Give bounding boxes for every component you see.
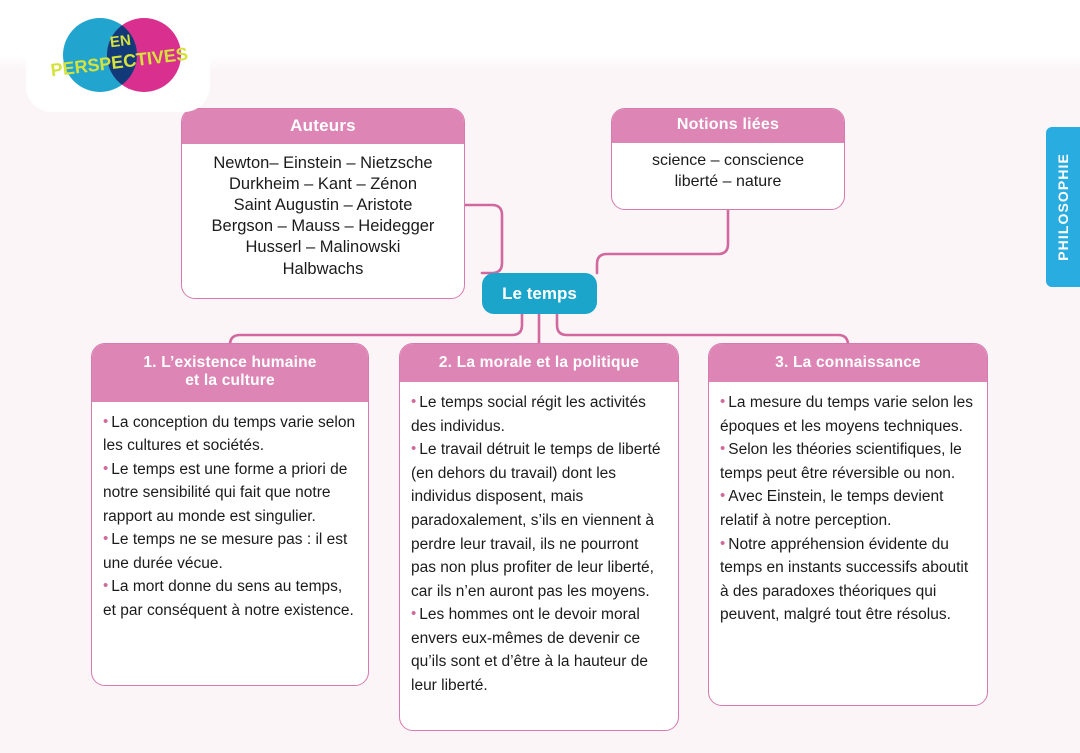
card-column-3-body: •La mesure du temps varie selon les époq… [709,382,987,634]
bullet-item: •Le temps ne se mesure pas : il est une … [103,528,357,575]
bullet-text: La mesure du temps varie selon les époqu… [720,394,973,435]
link-center-to-column1 [228,312,524,346]
bullet-text: Le travail détruit le temps de liberté (… [411,441,661,600]
bullet-dot-icon: • [720,487,726,505]
card-auteurs-body: Newton– Einstein – Nietzsche Durkheim – … [182,144,464,286]
bullet-text: Le temps ne se mesure pas : il est une d… [103,531,348,572]
bullet-dot-icon: • [103,459,109,477]
card-notions-liees: Notions liées science – conscience liber… [611,108,845,210]
bullet-item: •La conception du temps varie selon les … [103,411,357,458]
bullet-text: Le temps social régit les activités des … [411,394,646,435]
bullet-item: •Selon les théories scientifiques, le te… [720,438,976,485]
card-notions-title: Notions liées [612,109,844,143]
side-tab-label: PHILOSOPHIE [1055,153,1071,261]
card-notions-body: science – conscience liberté – nature [612,143,844,199]
bullet-text: La mort donne du sens au temps, et par c… [103,578,354,619]
link-center-to-column3 [555,312,850,346]
logo-text-en: EN [109,32,132,51]
card-column-1-title-line1: 1. L’existence humaine [143,354,317,371]
top-white-fade [0,56,1080,70]
bullet-text: La conception du temps varie selon les c… [103,413,356,455]
bullet-text: Les hommes ont le devoir moral envers eu… [411,606,648,694]
card-column-2-body: •Le temps social régit les activités des… [400,382,678,705]
logo-svg: EN PERSPECTIVES [50,18,189,92]
card-auteurs: Auteurs Newton– Einstein – Nietzsche Dur… [181,108,465,299]
bullet-item: •Le travail détruit le temps de liberté … [411,438,667,603]
bullet-item: •Notre appréhension évidente du temps en… [720,533,976,627]
card-column-1-body: •La conception du temps varie selon les … [92,402,368,631]
card-column-3-title: 3. La connaissance [709,344,987,383]
card-column-1-title: 1. L’existence humaine et la culture [92,344,368,402]
bullet-dot-icon: • [411,605,417,623]
card-column-1-title-line2: et la culture [185,372,275,390]
auteurs-line: Husserl – Malinowski [245,238,401,257]
card-column-3-title-line1: 3. La connaissance [775,354,921,371]
card-column-2: 2. La morale et la politique •Le temps s… [399,343,679,731]
bullet-dot-icon: • [103,412,109,430]
bullet-item: •Le temps est une forme a priori de notr… [103,458,357,529]
bullet-item: •La mesure du temps varie selon les époq… [720,391,976,438]
card-column-1: 1. L’existence humaine et la culture •La… [91,343,369,686]
auteurs-line: Saint Augustin – Aristote [233,196,413,215]
bullet-item: •Les hommes ont le devoir moral envers e… [411,603,667,697]
bullet-dot-icon: • [720,440,726,458]
card-auteurs-title: Auteurs [182,109,464,145]
card-column-2-title: 2. La morale et la politique [400,344,678,383]
bullet-text: Le temps est une forme a priori de notre… [103,460,348,525]
link-auteurs-to-center [463,203,504,275]
auteurs-line: Bergson – Mauss – Heidegger [211,217,435,236]
en-perspectives-logo: EN PERSPECTIVES [48,10,196,100]
bullet-dot-icon: • [103,530,109,548]
side-tab-philosophie[interactable]: PHILOSOPHIE [1046,127,1080,287]
bullet-dot-icon: • [720,534,726,552]
bullet-dot-icon: • [411,393,417,411]
card-column-3: 3. La connaissance •La mesure du temps v… [708,343,988,706]
bullet-item: •Avec Einstein, le temps devient relatif… [720,485,976,532]
notions-line: liberté – nature [674,172,782,190]
logo-overlap [107,18,137,92]
notions-line: science – conscience [651,151,805,169]
auteurs-line: Halbwachs [282,259,364,278]
bullet-dot-icon: • [411,440,417,458]
center-node-label: Le temps [502,283,577,303]
card-column-2-title-line1: 2. La morale et la politique [438,354,640,371]
bullet-item: •La mort donne du sens au temps, et par … [103,575,357,622]
bullet-text: Selon les théories scientifiques, le tem… [720,441,962,482]
auteurs-line: Newton– Einstein – Nietzsche [213,154,433,173]
center-node-le-temps[interactable]: Le temps [482,273,597,314]
link-notions-to-center [595,208,730,275]
bullet-item: •Le temps social régit les activités des… [411,391,667,438]
bullet-dot-icon: • [720,393,726,411]
bullet-text: Notre appréhension évidente du temps en … [720,535,969,624]
bullet-dot-icon: • [103,577,109,595]
auteurs-line: Durkheim – Kant – Zénon [228,175,418,194]
bullet-text: Avec Einstein, le temps devient relatif … [720,488,944,530]
